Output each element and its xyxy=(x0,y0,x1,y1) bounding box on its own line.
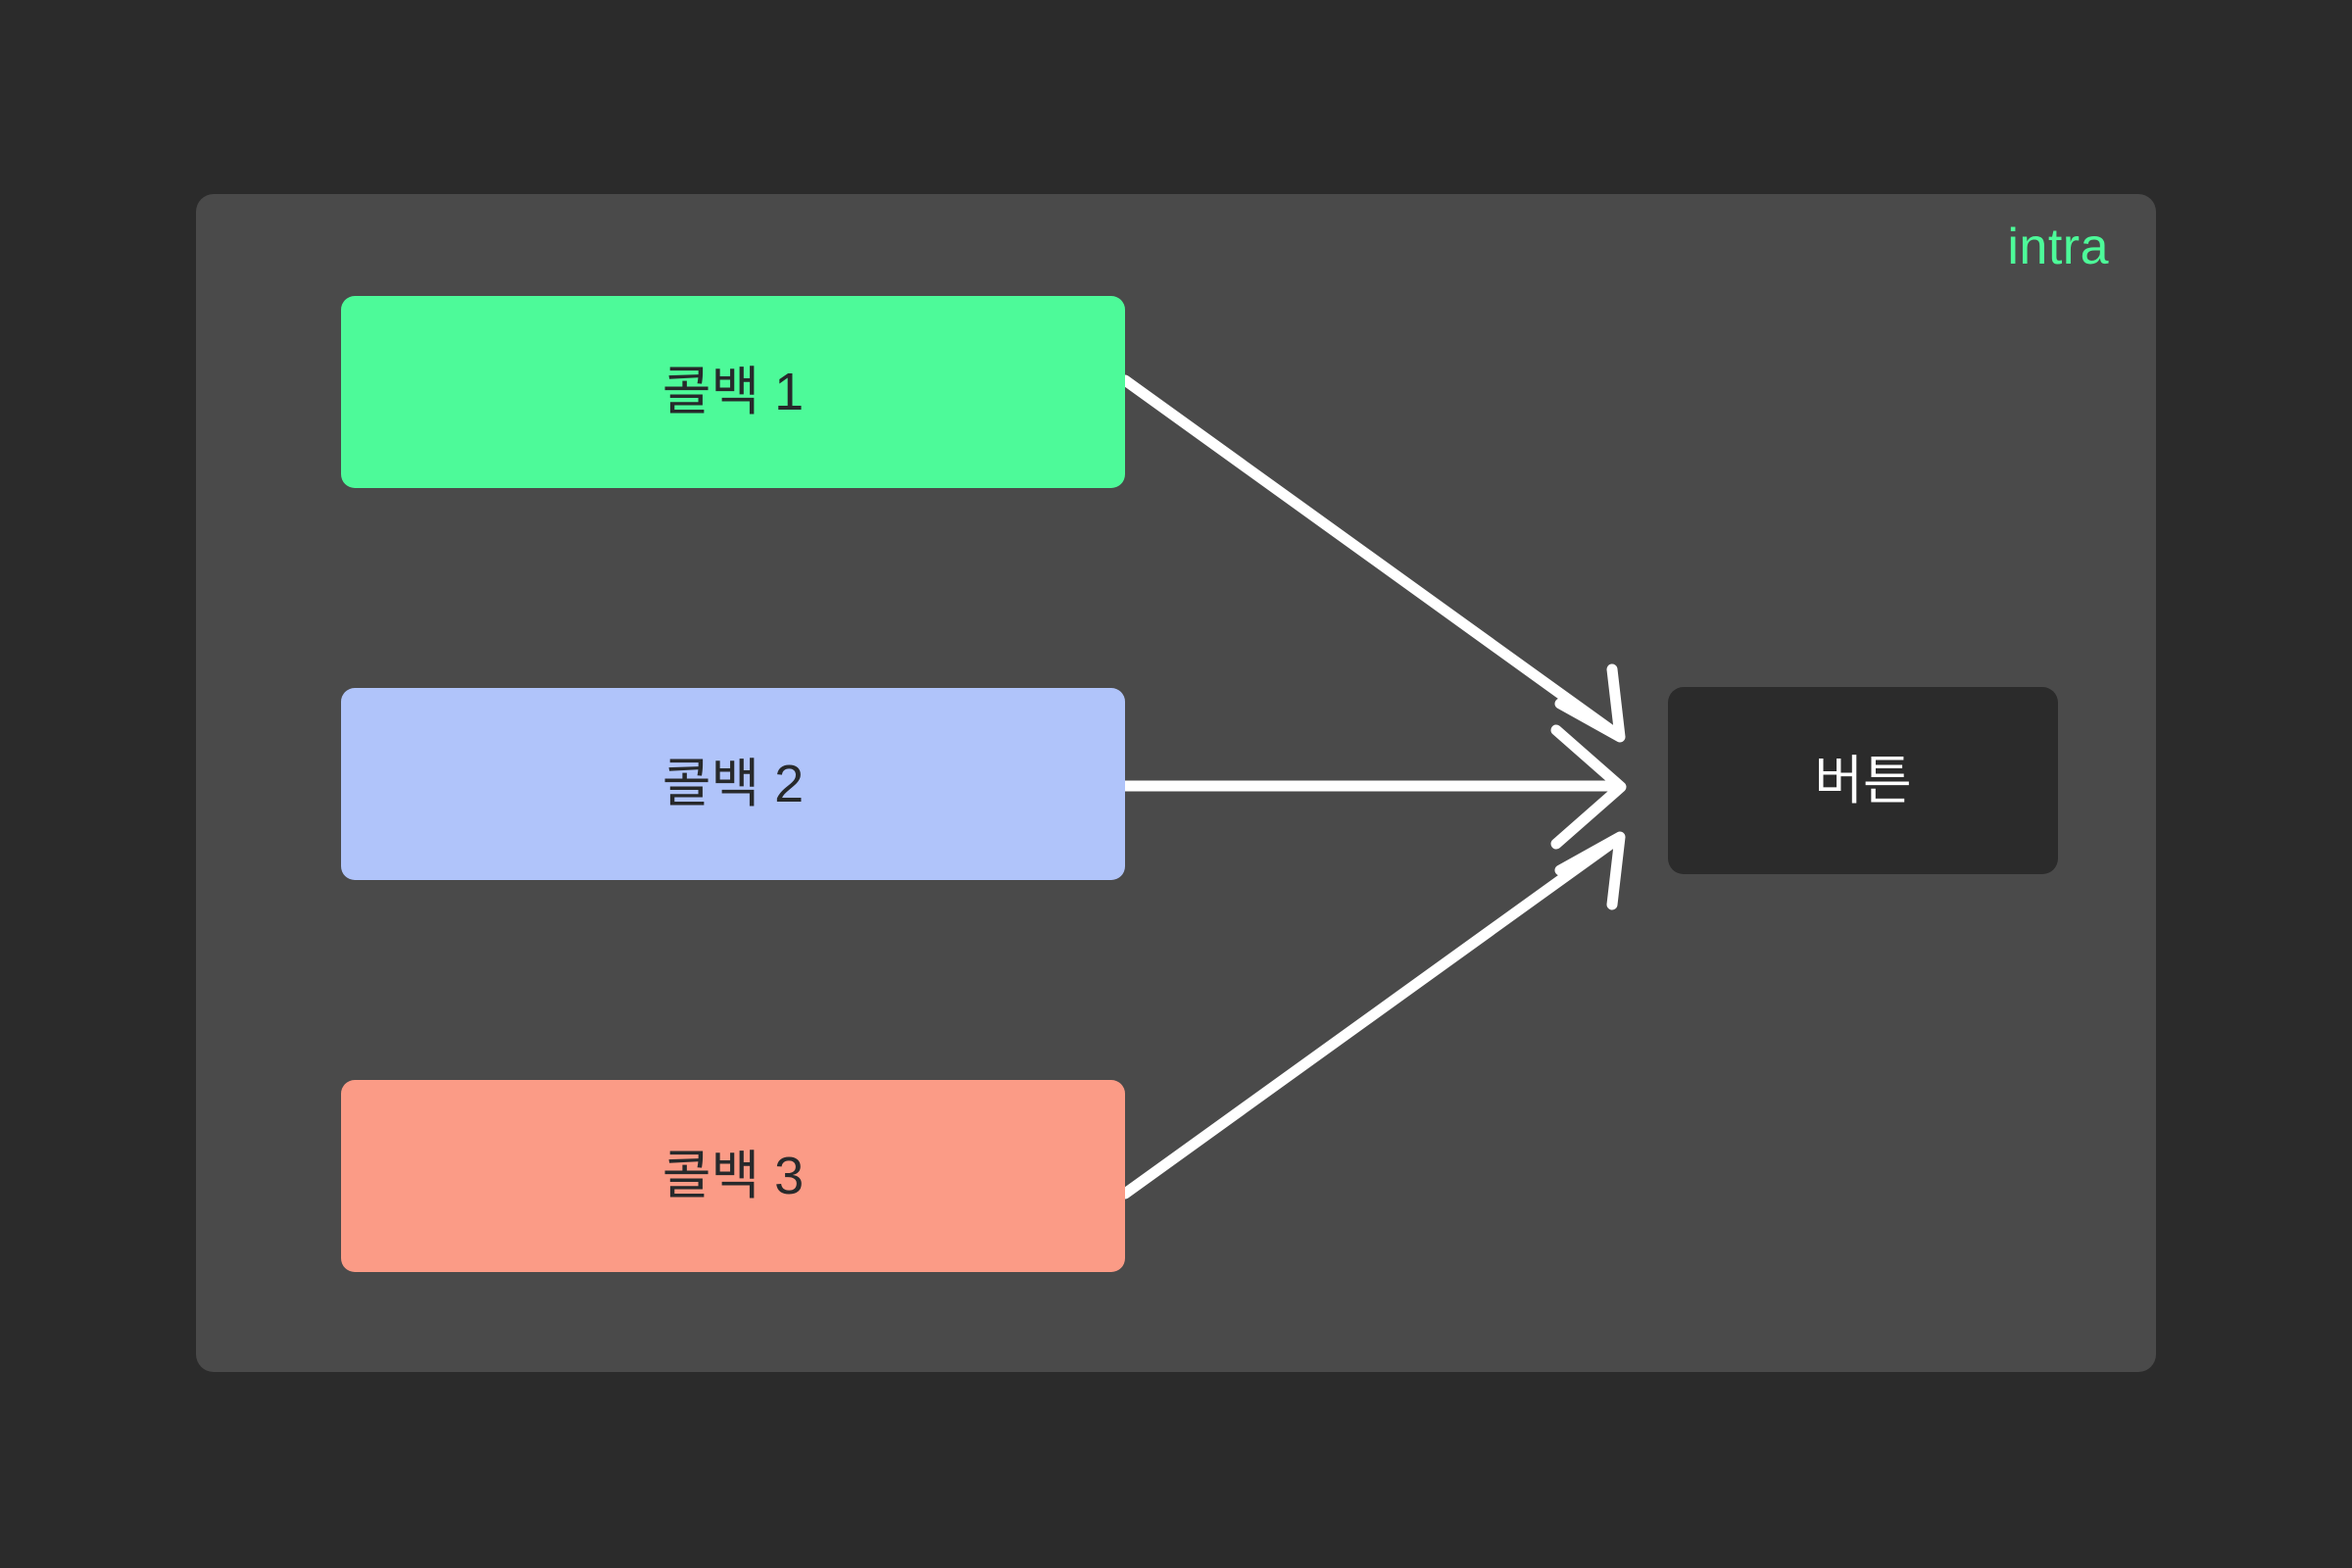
node-button-label: 버튼 xyxy=(1814,751,1912,810)
node-callback-1[interactable]: 콜백 1 xyxy=(341,296,1125,488)
node-callback-1-label: 콜백 1 xyxy=(662,363,805,421)
node-callback-2-label: 콜백 2 xyxy=(662,755,805,813)
subgraph-title: intra xyxy=(2007,219,2109,275)
node-callback-3[interactable]: 콜백 3 xyxy=(341,1080,1125,1272)
node-button[interactable]: 버튼 xyxy=(1668,687,2058,874)
node-callback-3-label: 콜백 3 xyxy=(662,1147,805,1205)
node-callback-2[interactable]: 콜백 2 xyxy=(341,688,1125,880)
